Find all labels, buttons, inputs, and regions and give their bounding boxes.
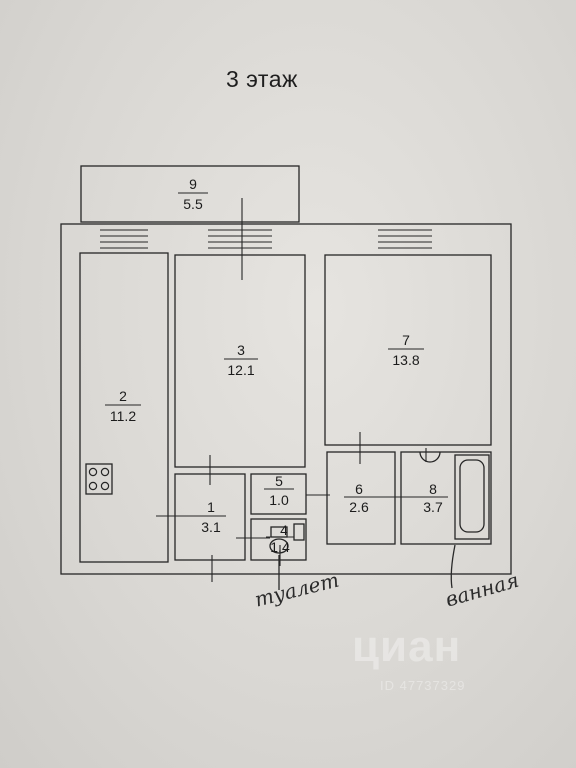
room-2-outline [79,252,169,563]
outer-wall [60,223,512,575]
floor-title: 3 этаж [226,66,298,92]
room-5-number: 5 [275,473,283,489]
room-4-area: 1.4 [270,539,290,555]
room-8-area: 3.7 [423,499,443,515]
windows [100,229,432,249]
room-7-area: 13.8 [392,352,420,368]
room-6-area: 2.6 [349,499,369,515]
room-3-number: 3 [237,342,245,358]
room-2-number: 2 [119,388,127,404]
room-6-number: 6 [355,481,363,497]
room-4-number: 4 [280,522,288,538]
room-6-outline [326,451,396,545]
toilet-fixture [269,538,289,554]
room-8-number: 8 [429,481,437,497]
stove-outline [85,463,113,495]
cian-watermark: циан ID 47737329 [352,618,522,698]
listing-id: ID 47737329 [380,678,466,693]
room-3-area: 12.1 [227,362,255,378]
room-3-outline [174,254,306,468]
room-5-area: 1.0 [269,492,289,508]
room-1-outline [174,473,246,561]
room-5-outline [250,473,307,515]
label-bars [105,192,448,538]
room-7-outline [324,254,492,446]
bathtub-outline [454,454,490,540]
bathtub-inner [459,459,485,533]
room-7-number: 7 [402,332,410,348]
room-2-area: 11.2 [109,408,137,424]
room-8-outline [400,451,492,545]
stove-burners [88,467,110,491]
room-1-number: 1 [207,499,215,515]
handwritten-arrows [278,544,456,590]
room-1-area: 3.1 [201,519,221,535]
sink-fixture [293,523,305,541]
cian-logo: циан [352,622,462,671]
room-9-area: 5.5 [183,196,203,212]
room-9-number: 9 [189,176,197,192]
door-markers [156,198,427,582]
balcony-outline [80,165,300,223]
sink-8 [419,451,441,463]
